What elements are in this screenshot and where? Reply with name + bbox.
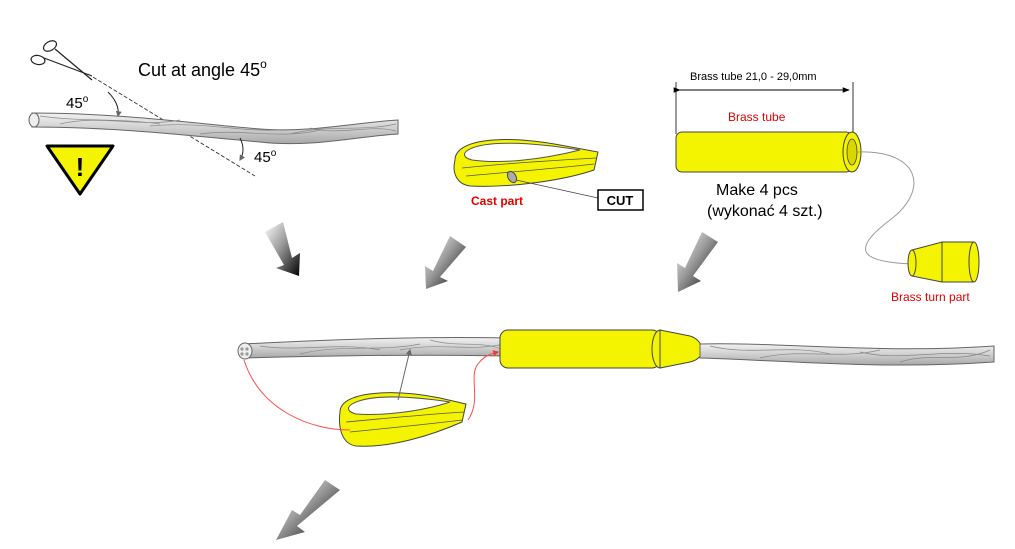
assembly-wire-left xyxy=(237,336,507,360)
flow-arrow-4 xyxy=(276,480,340,540)
make-count-label: Make 4 pcs xyxy=(716,182,798,199)
assembly-wire-right xyxy=(699,343,995,366)
wire-cut-piece xyxy=(28,112,399,145)
warning-symbol: ! xyxy=(76,152,85,182)
cast-part xyxy=(453,139,599,187)
insert-arrow-red-right xyxy=(467,350,500,421)
assembly-cast-part xyxy=(339,392,467,447)
cut-label-box xyxy=(597,189,644,211)
angle-label-bottom: 45o xyxy=(254,148,277,166)
make-count-label-pl: (wykonać 4 szt.) xyxy=(707,203,823,220)
cut-angle-title: Cut at angle 45o xyxy=(138,57,267,80)
cast-part-label: Cast part xyxy=(471,194,523,208)
angle-arc-top xyxy=(107,91,122,118)
flow-arrow-2 xyxy=(425,236,466,289)
angle-arc-bottom xyxy=(239,137,246,162)
brass-tube-label: Brass tube xyxy=(728,110,786,124)
brass-turn-part xyxy=(907,241,980,283)
flow-arrow-1 xyxy=(265,222,300,276)
flow-arrow-3 xyxy=(677,232,718,292)
cut-point-marker xyxy=(506,170,518,184)
scissors-icon xyxy=(30,40,93,81)
warning-icon: ! xyxy=(45,144,115,196)
angle-label-top: 45o xyxy=(66,94,89,112)
cut-leader-line xyxy=(515,179,599,199)
brass-turn-part-label: Brass turn part xyxy=(891,290,970,304)
assembly-brass-tube xyxy=(499,329,703,369)
cut-label: CUT xyxy=(607,193,634,208)
tube-to-turn-part-leader xyxy=(857,151,915,265)
insert-arrow-red-left xyxy=(243,359,351,431)
insert-arrow-gray xyxy=(397,348,412,401)
brass-tube xyxy=(675,131,862,173)
dimension-label: Brass tube 21,0 - 29,0mm xyxy=(690,71,817,83)
